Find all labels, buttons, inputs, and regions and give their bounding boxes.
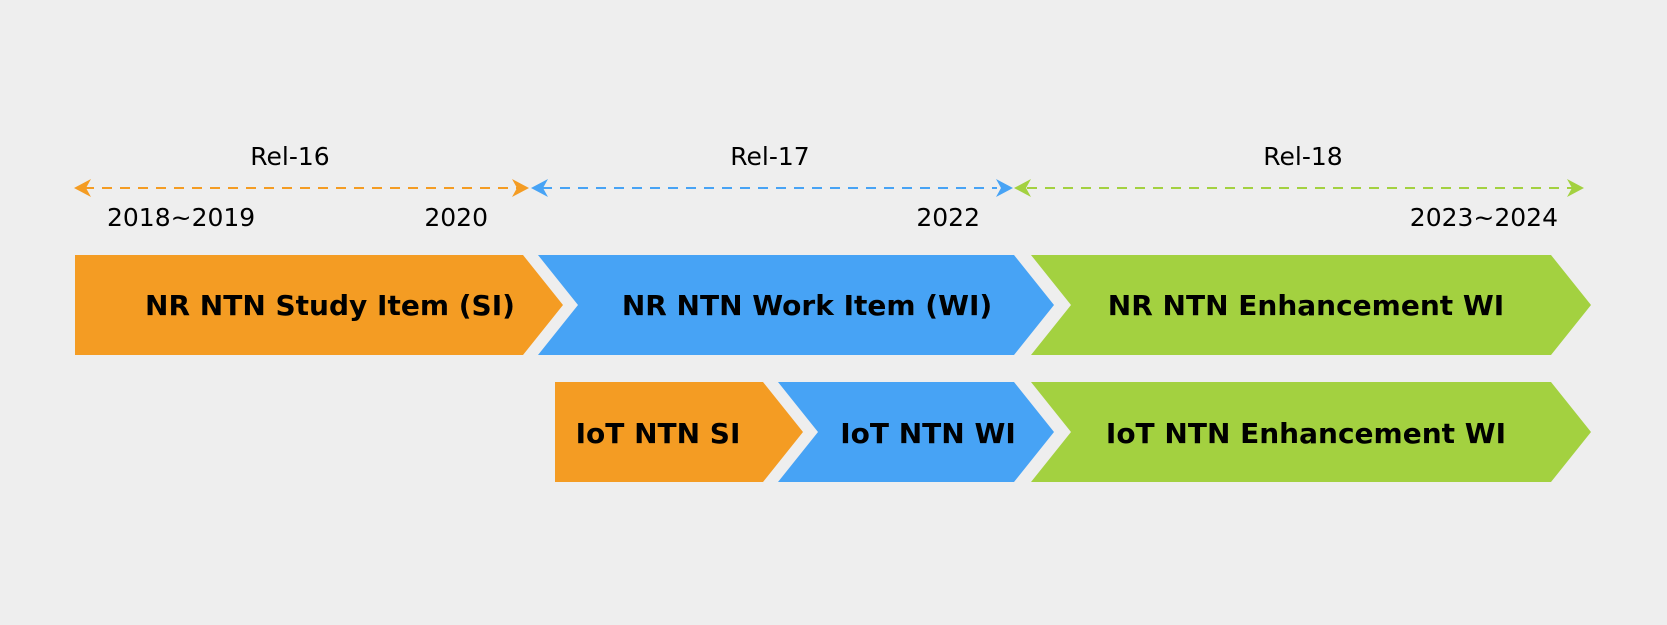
year-label-2022: 2022: [916, 203, 980, 232]
release-label-rel16: Rel-16: [250, 142, 329, 171]
rel17-right-arrowhead-icon: [996, 179, 1013, 197]
release-timeline-rel18: Rel-18: [1014, 142, 1584, 197]
rel18-left-arrowhead-icon: [1014, 179, 1031, 197]
rel16-left-arrowhead-icon: [74, 179, 91, 197]
nr-ntn-study-item-label: NR NTN Study Item (SI): [145, 289, 515, 322]
nr-ntn-work-item-arrow: [538, 255, 1054, 355]
rel18-right-arrowhead-icon: [1567, 179, 1584, 197]
year-label-2018-2019: 2018~2019: [107, 203, 255, 232]
rel16-right-arrowhead-icon: [512, 179, 529, 197]
iot-ntn-wi-arrow: [778, 382, 1054, 482]
year-label-2020: 2020: [424, 203, 488, 232]
iot-ntn-enhancement-wi-label: IoT NTN Enhancement WI: [1106, 417, 1506, 450]
year-labels: 2018~2019 2020 2022 2023~2024: [107, 203, 1558, 232]
nr-ntn-study-item-arrow: [75, 255, 563, 355]
iot-ntn-si-arrow: [555, 382, 803, 482]
iot-ntn-si-label: IoT NTN SI: [576, 417, 741, 450]
nr-ntn-work-item-label: NR NTN Work Item (WI): [622, 289, 992, 322]
iot-ntn-enhancement-wi-arrow: [1031, 382, 1591, 482]
rel17-left-arrowhead-icon: [531, 179, 548, 197]
iot-ntn-wi-label: IoT NTN WI: [840, 417, 1016, 450]
release-label-rel17: Rel-17: [730, 142, 809, 171]
iot-ntn-row: IoT NTN SI IoT NTN WI IoT NTN Enhancemen…: [555, 382, 1591, 482]
nr-ntn-enhancement-wi-arrow: [1031, 255, 1591, 355]
release-timeline-rel17: Rel-17: [531, 142, 1013, 197]
nr-ntn-enhancement-wi-label: NR NTN Enhancement WI: [1108, 289, 1504, 322]
release-label-rel18: Rel-18: [1263, 142, 1342, 171]
nr-ntn-row: NR NTN Study Item (SI) NR NTN Work Item …: [75, 255, 1591, 355]
release-timeline-rel16: Rel-16: [74, 142, 529, 197]
year-label-2023-2024: 2023~2024: [1410, 203, 1558, 232]
